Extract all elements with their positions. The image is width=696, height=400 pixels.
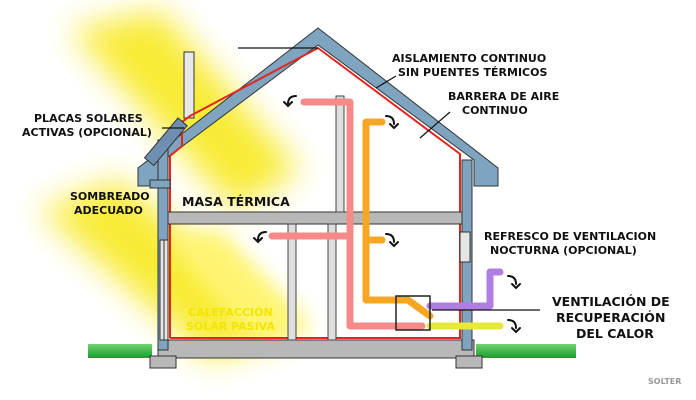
orange-duct [362,118,434,320]
thermal-mass-slab [167,211,463,225]
arrow-icon [389,241,399,248]
arrow-icon [385,115,395,125]
label-heat-recovery-2: RECUPERACIÓN [556,310,665,325]
ducts [268,98,504,330]
thermal-mass [167,211,463,225]
arrow-icon [511,283,521,290]
arrow-icon [385,233,395,243]
label-shading-1: SOMBREADO [70,190,150,203]
ground-right [476,344,576,358]
arrow-icon [507,275,517,285]
purple-duct [426,268,504,310]
arrow-icon [283,101,293,108]
left-window [159,239,169,341]
label-air-barrier-2: CONTINUO [462,104,528,117]
label-thermal-mass: MASA TÉRMICA [182,194,290,209]
arrow-icon [507,319,517,329]
label-solar-panels-2: ACTIVAS (OPCIONAL) [22,126,152,139]
ground [88,344,576,358]
labels: AISLAMIENTO CONTINUO SIN PUENTES TÉRMICO… [22,52,681,386]
label-passive-solar-1: CALEFACCIÓN [188,306,273,319]
gable-stud-left [183,51,195,119]
arrow-icon [287,95,297,105]
label-air-barrier-1: BARRERA DE AIRE [448,90,559,103]
label-continuous-insulation-1: AISLAMIENTO CONTINUO [392,52,546,65]
label-night-ventilation-2: NOCTURNA (OPCIONAL) [490,244,637,257]
footing-right [455,355,483,369]
interior-columns [287,95,345,341]
airflow-arrows [253,95,521,334]
label-night-ventilation-1: REFRESCO DE VENTILACION [484,230,656,243]
pink-duct [300,98,426,330]
arrow-icon [257,231,267,241]
label-heat-recovery-1: VENTILACIÓN DE [552,294,670,309]
solar-panels [143,117,188,167]
label-shading-2: ADECUADO [74,204,143,217]
label-passive-solar-2: SOLAR PASIVA [186,320,275,333]
sun-ray-inner [170,230,310,340]
floor-slab [157,339,475,359]
label-continuous-insulation-2: SIN PUENTES TÉRMICOS [398,66,547,79]
ground-left [88,344,152,358]
foundation [149,339,483,369]
air-barrier-line [169,46,461,339]
right-window [459,231,471,263]
label-solar-panels-1: PLACAS SOLARES [34,112,143,125]
footing-left [149,355,177,369]
heat-recovery-unit [395,295,431,331]
arrow-icon [511,327,521,334]
credit-text: SOLTER [648,377,681,386]
arrow-icon [389,123,399,130]
leader-lines [162,47,540,311]
shading-overhang [149,179,171,189]
label-heat-recovery-3: DEL CALOR [576,326,654,341]
arrow-icon [253,237,263,244]
